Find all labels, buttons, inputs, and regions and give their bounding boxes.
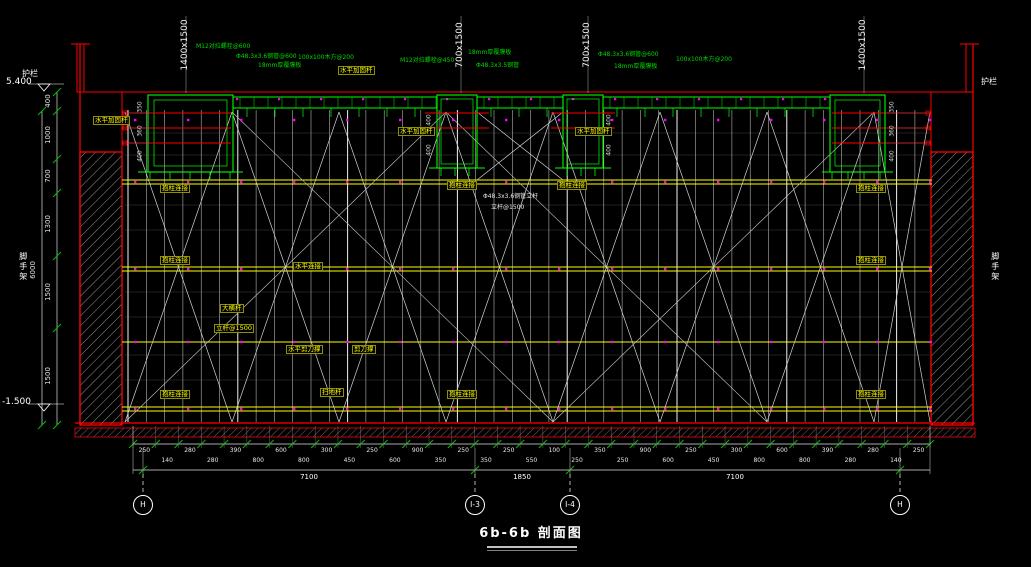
- axis-bubble: [133, 495, 153, 515]
- axis-bubble: [465, 495, 485, 515]
- axis-bubble: [890, 495, 910, 515]
- axis-bubble: [560, 495, 580, 515]
